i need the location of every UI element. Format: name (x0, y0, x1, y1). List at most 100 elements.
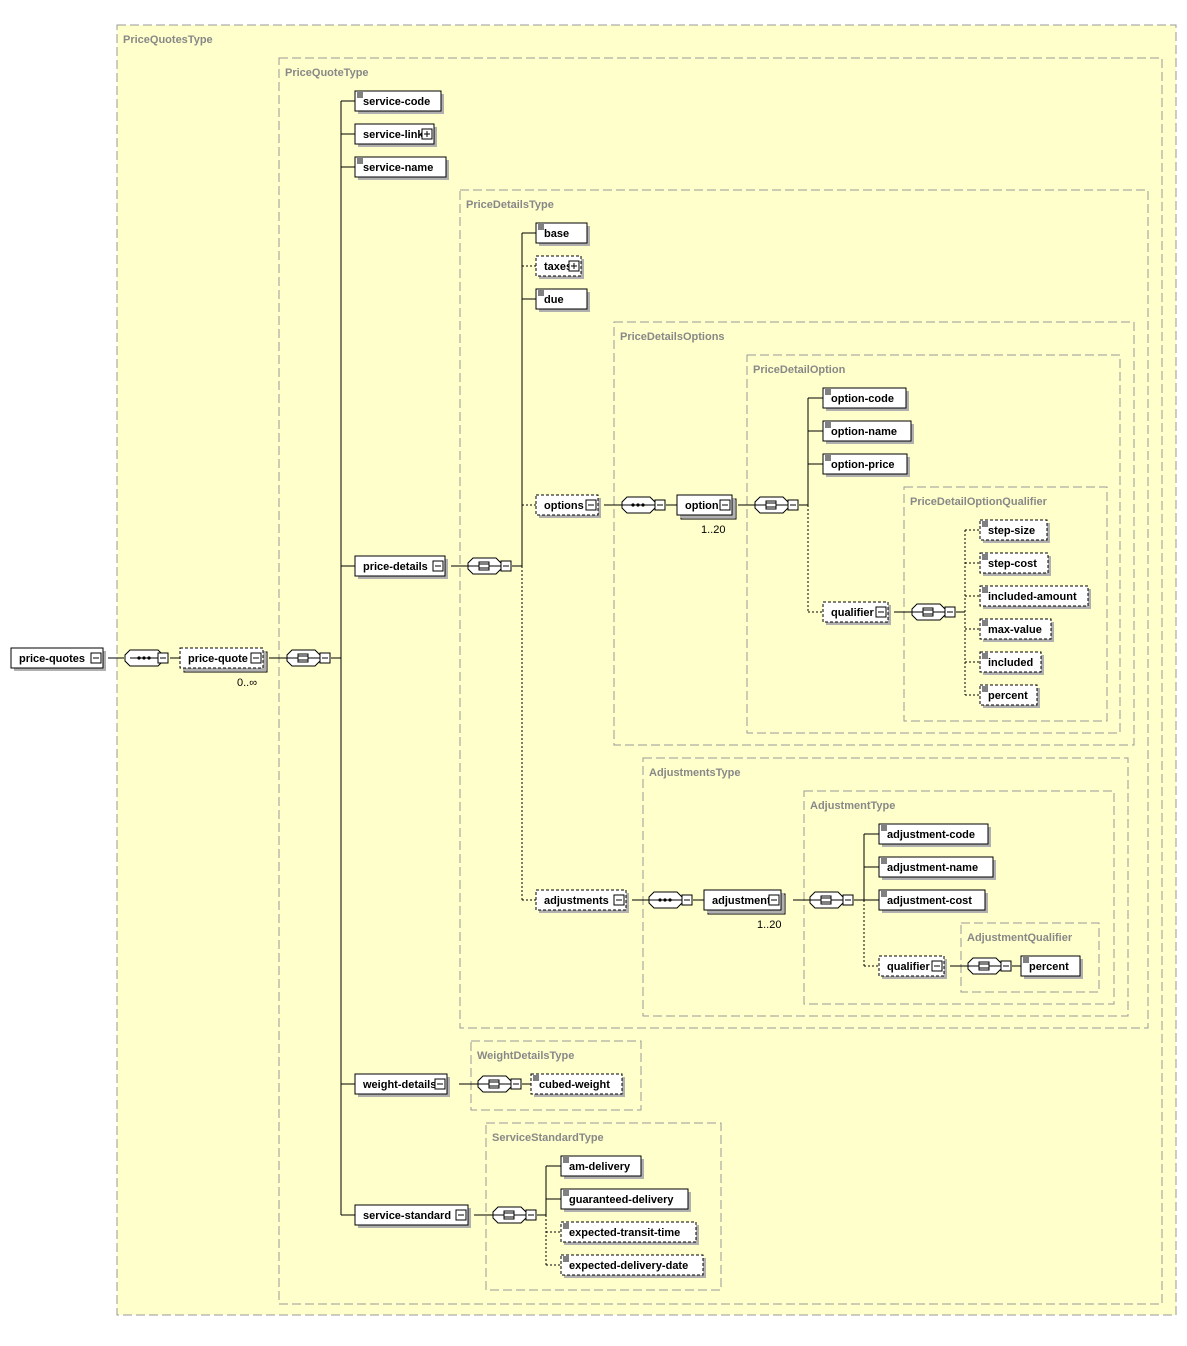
element-guaranteed-delivery[interactable]: guaranteed-delivery (560, 1188, 691, 1212)
minus-box-icon[interactable] (613, 894, 625, 906)
element-percent[interactable]: percent (979, 684, 1040, 708)
minus-box-icon[interactable] (432, 560, 444, 572)
all-compositor-icon[interactable] (809, 891, 844, 909)
minus-box-icon[interactable] (944, 606, 956, 618)
element-rect (530, 1073, 623, 1095)
element-label: expected-delivery-date (569, 1260, 688, 1272)
elements: price-quotes price-quote service-code servi… (10, 90, 1091, 1278)
element-due[interactable]: due (535, 288, 590, 312)
element-rect (979, 618, 1052, 640)
element-taxes[interactable]: taxes (535, 255, 584, 279)
minus-box-icon[interactable] (681, 894, 693, 906)
element-rect (179, 647, 264, 669)
minus-box-icon[interactable] (875, 606, 887, 618)
element-rect (822, 601, 889, 623)
element-expected-transit-time[interactable]: expected-transit-time (560, 1221, 699, 1245)
element-included[interactable]: included (979, 651, 1044, 675)
element-label: service-link (363, 129, 424, 141)
element-adjustments[interactable]: adjustments (535, 889, 629, 913)
element-label: percent (1029, 961, 1069, 973)
element-label: cubed-weight (539, 1079, 610, 1091)
element-service-standard[interactable]: service-standard (354, 1204, 471, 1228)
element-am-delivery[interactable]: am-delivery (560, 1155, 644, 1179)
element-step-cost[interactable]: step-cost (979, 552, 1051, 576)
element-qualifier[interactable]: qualifier (822, 601, 891, 625)
minus-box-icon[interactable] (787, 499, 799, 511)
element-service-name[interactable]: service-name (354, 156, 449, 180)
element-rect (878, 823, 989, 845)
element-rect (354, 555, 446, 577)
type-label-price-quotes-type: PriceQuotesType (123, 34, 213, 46)
element-option[interactable]: option (676, 494, 737, 520)
all-compositor-icon[interactable] (911, 603, 946, 621)
minus-box-icon[interactable] (719, 499, 731, 511)
minus-box-icon[interactable] (1000, 960, 1012, 972)
element-expected-delivery-date[interactable]: expected-delivery-date (560, 1254, 706, 1278)
all-compositor-icon[interactable] (467, 557, 502, 575)
element-adjustment-cost[interactable]: adjustment-cost (878, 889, 988, 913)
element-price-quotes[interactable]: price-quotes (10, 647, 106, 671)
simple-content-icon (538, 224, 544, 230)
minus-box-icon[interactable] (157, 652, 169, 664)
minus-box-icon[interactable] (250, 652, 262, 664)
element-label: option-price (831, 459, 895, 471)
element-step-size[interactable]: step-size (979, 519, 1050, 543)
type-label-price-quote-type: PriceQuoteType (285, 67, 369, 79)
element-base[interactable]: base (535, 222, 590, 246)
minus-box-icon[interactable] (434, 1078, 446, 1090)
minus-box-icon[interactable] (842, 894, 854, 906)
element-service-code[interactable]: service-code (354, 90, 444, 114)
minus-box-icon[interactable] (455, 1209, 467, 1221)
element-label: adjustment-code (887, 829, 975, 841)
minus-box-icon[interactable] (90, 652, 102, 664)
element-option-code[interactable]: option-code (822, 387, 909, 411)
element-option-name[interactable]: option-name (822, 420, 914, 444)
plus-box-icon[interactable] (421, 128, 433, 140)
minus-box-icon[interactable] (500, 560, 512, 572)
simple-content-icon (533, 1075, 539, 1081)
element-options[interactable]: options (535, 494, 601, 518)
element-adjustment-name[interactable]: adjustment-name (878, 856, 996, 880)
all-compositor-icon[interactable] (492, 1206, 527, 1224)
element-option-price[interactable]: option-price (822, 453, 910, 477)
sequence-compositor-icon[interactable] (621, 496, 656, 514)
all-compositor-icon[interactable] (754, 496, 789, 514)
element-price-details[interactable]: price-details (354, 555, 448, 579)
minus-box-icon[interactable] (585, 499, 597, 511)
element-label: included-amount (988, 591, 1077, 603)
all-compositor-icon[interactable] (477, 1075, 512, 1093)
all-compositor-icon[interactable] (967, 957, 1002, 975)
sequence-compositor-icon[interactable] (124, 649, 164, 667)
simple-content-icon (982, 587, 988, 593)
element-rect (979, 519, 1048, 541)
element-weight-details[interactable]: weight-details (354, 1073, 450, 1097)
element-label: adjustments (544, 895, 609, 907)
simple-content-icon (982, 686, 988, 692)
element-adj-percent[interactable]: percent (1020, 955, 1083, 979)
element-max-value[interactable]: max-value (979, 618, 1054, 642)
element-label: max-value (988, 624, 1042, 636)
element-label: taxes (544, 261, 572, 273)
minus-box-icon[interactable] (654, 499, 666, 511)
element-adjustment-code[interactable]: adjustment-code (878, 823, 991, 847)
element-included-amount[interactable]: included-amount (979, 585, 1091, 609)
plus-box-icon[interactable] (568, 260, 580, 272)
element-label: options (544, 500, 584, 512)
minus-box-icon[interactable] (319, 652, 331, 664)
element-cubed-weight[interactable]: cubed-weight (530, 1073, 625, 1097)
minus-box-icon[interactable] (525, 1209, 537, 1221)
element-adj-qualifier[interactable]: qualifier (878, 955, 947, 979)
simple-content-icon (825, 422, 831, 428)
type-label-weight-details-type: WeightDetailsType (477, 1050, 574, 1062)
minus-box-icon[interactable] (768, 894, 780, 906)
all-compositor-icon[interactable] (286, 649, 321, 667)
simple-content-icon (538, 290, 544, 296)
element-price-quote[interactable]: price-quote (179, 647, 268, 673)
element-service-link[interactable]: service-link (354, 123, 437, 147)
simple-content-icon (563, 1223, 569, 1229)
element-adjustment[interactable]: adjustment (703, 889, 786, 915)
minus-box-icon[interactable] (931, 960, 943, 972)
type-label-service-standard-type: ServiceStandardType (492, 1132, 604, 1144)
minus-box-icon[interactable] (510, 1078, 522, 1090)
sequence-compositor-icon[interactable] (648, 891, 683, 909)
